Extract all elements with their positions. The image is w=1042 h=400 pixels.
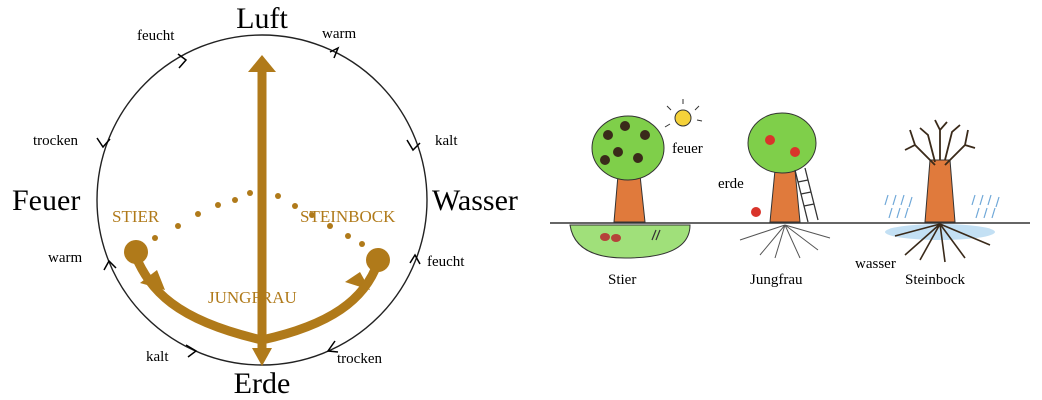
sprout [651, 229, 661, 241]
fallen-apple [751, 207, 761, 217]
blossom [600, 155, 610, 165]
element-left-label: Feuer [12, 184, 80, 217]
tree-name-steinbock: Steinbock [905, 272, 965, 288]
blossom [613, 147, 623, 157]
note-feuer: feuer [672, 141, 703, 157]
tick-arrow [103, 259, 117, 271]
apple [790, 147, 800, 157]
trunk [924, 159, 956, 223]
tree-name-stier: Stier [608, 272, 636, 288]
sign-steinbock-label: STEINBOCK [300, 207, 396, 226]
roots [739, 224, 831, 259]
quality-label: trocken [33, 133, 78, 149]
rain-left [884, 194, 913, 219]
element-top-label: Luft [236, 2, 288, 35]
roots [894, 223, 991, 263]
trunk [613, 174, 646, 223]
curved-ochre-arrows [130, 250, 383, 345]
steinbock-node [366, 248, 390, 272]
quality-label: feucht [427, 254, 465, 270]
blossom [640, 130, 650, 140]
element-right-label: Wasser [432, 184, 518, 217]
blossom [620, 121, 630, 131]
right-arrow-head [345, 272, 370, 290]
bare-branches [904, 119, 976, 166]
quality-label: warm [48, 250, 82, 266]
dotted-arc [152, 190, 365, 247]
tick-arrow [177, 53, 188, 69]
left-arrow-head [140, 270, 165, 290]
blossom [603, 130, 613, 140]
element-bottom-label: Erde [234, 367, 291, 400]
element-circle-diagram: Luft Feuer Wasser Erde feucht warm trock… [12, 2, 518, 400]
tree-stier: feuer Stier [569, 99, 703, 288]
quality-label: kalt [435, 133, 458, 149]
vertical-ochre-arrow [248, 55, 276, 366]
tree-jungfrau: erde Jungfrau [718, 112, 831, 288]
blossom [633, 153, 643, 163]
root-fruit [600, 233, 610, 241]
quality-label: trocken [337, 351, 382, 367]
sign-stier-label: STIER [112, 207, 160, 226]
tick-arrow [329, 46, 340, 59]
tick-arrow [326, 340, 339, 353]
rain-right [971, 194, 1000, 219]
stier-node [124, 240, 148, 264]
trees-illustration: feuer Stier erde Jungfrau [550, 99, 1030, 288]
tick-arrow [96, 137, 111, 149]
tick-arrow [185, 344, 198, 358]
note-wasser: wasser [855, 256, 896, 272]
sun-icon [674, 109, 692, 127]
trunk [769, 169, 801, 223]
soil-mound [569, 224, 691, 259]
quality-label: warm [322, 26, 356, 42]
ladder [794, 167, 819, 223]
tree-name-jungfrau: Jungfrau [750, 272, 803, 288]
leaf-crown [747, 112, 817, 174]
circle-arrow-ticks [96, 46, 421, 358]
tick-arrow [406, 139, 421, 152]
sign-jungfrau-label: JUNGFRAU [208, 288, 297, 307]
tree-steinbock: wasser Steinbock [855, 119, 1000, 288]
quality-label: kalt [146, 349, 169, 365]
apple [765, 135, 775, 145]
note-erde: erde [718, 176, 744, 192]
sun-rays [664, 99, 703, 128]
quality-label: feucht [137, 28, 175, 44]
root-fruit [611, 234, 621, 242]
tick-arrow [409, 253, 421, 265]
